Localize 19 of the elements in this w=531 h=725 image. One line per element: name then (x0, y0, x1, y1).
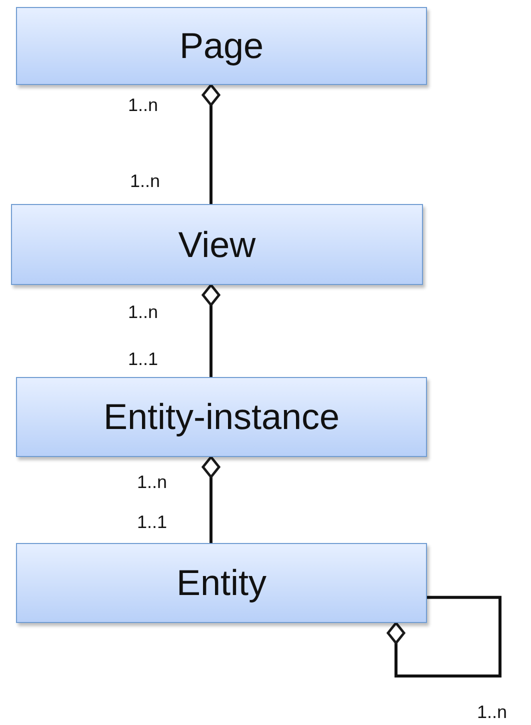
aggregation-connector (202, 456, 220, 543)
class-box (16, 7, 427, 85)
multiplicity-label: 1..n (128, 303, 158, 321)
aggregation-connector (202, 284, 220, 377)
class-name: Entity-instance (103, 396, 340, 438)
multiplicity-label: 1..n (137, 473, 168, 491)
class-name: View (178, 224, 256, 266)
class-name: Entity (176, 562, 267, 604)
multiplicity-label: 1..n (130, 172, 160, 190)
multiplicity-label: 1..1 (137, 513, 168, 531)
class-box (16, 377, 427, 457)
aggregation-connector (202, 84, 220, 204)
multiplicity-label: 1..n (128, 96, 158, 114)
aggregation-connector (386, 596, 502, 678)
class-box (11, 204, 423, 285)
multiplicity-label: 1..1 (128, 350, 158, 368)
class-box (16, 543, 427, 623)
multiplicity-label: 1..n (477, 703, 508, 721)
class-name: Page (179, 25, 264, 67)
